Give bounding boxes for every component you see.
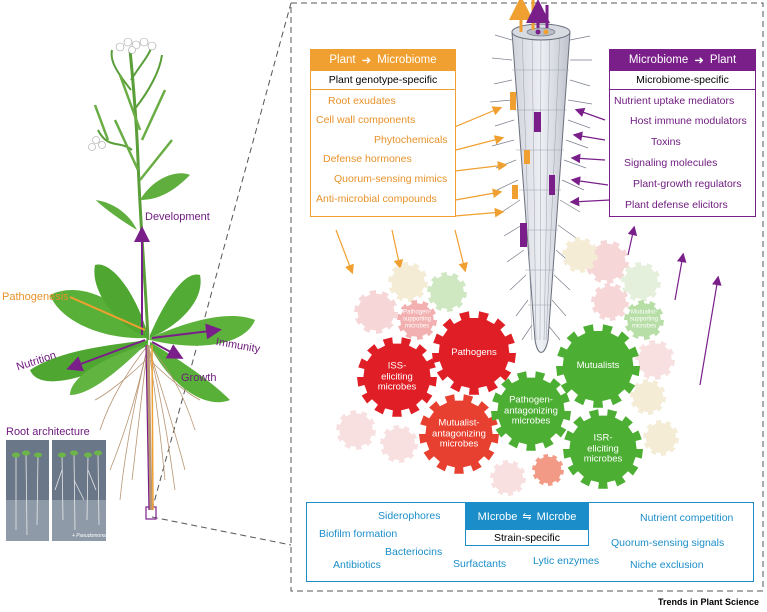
microbe-microbe-box xyxy=(306,502,754,582)
lytic-enzymes: Lytic enzymes xyxy=(533,555,600,567)
zoom-line-top xyxy=(151,2,292,511)
microbiome-specific-subtitle: Microbiome-specific xyxy=(609,72,756,90)
root-cylinder xyxy=(489,0,593,353)
gear-mutualist-antagonizing: Mutualist- antagonizing microbes xyxy=(432,417,486,450)
plant-illustration xyxy=(30,37,255,511)
quorum-sensing-mimics: Quorum-sensing mimics xyxy=(334,173,448,185)
gear-iss-eliciting: ISS- eliciting microbes xyxy=(377,360,417,393)
pseudomonas-label: + Pseudomonas xyxy=(72,533,109,539)
plant-defense-elicitors: Plant defense elicitors xyxy=(625,199,728,211)
gear-pathogen-antagonizing: Pathogen- antagonizing microbes xyxy=(504,394,558,427)
faded-gear-14 xyxy=(562,237,598,273)
nutrient-uptake-mediators: Nutrient uptake mediators xyxy=(614,95,735,107)
root-exudates: Root exudates xyxy=(328,95,396,107)
gear-pathogens-shape xyxy=(432,311,516,395)
gear-mutualists: Mutualists xyxy=(576,359,620,371)
bacteriocins: Bacteriocins xyxy=(385,546,443,558)
plant-to-microbiome-header: Plant ➜ Microbiome xyxy=(310,49,456,71)
microbe-title-left: MIcrobe xyxy=(477,510,518,523)
root-architecture-photos xyxy=(6,440,106,541)
microbe-title-right: MIcrobe xyxy=(536,510,577,523)
strain-specific-subtitle: Strain-specific xyxy=(465,530,589,546)
gear-mutualist-supporting-shape xyxy=(624,300,664,340)
siderophores: Siderophores xyxy=(378,510,441,522)
faded-gear-2 xyxy=(427,272,467,312)
faded-gear-8 xyxy=(630,379,666,415)
gear-mutualist-supporting: Mutualist- supporting microbes xyxy=(629,309,659,330)
root-architecture-label: Root architecture xyxy=(6,426,90,438)
microbiome-title: Microbiome xyxy=(377,54,437,66)
phytochemicals: Phytochemicals xyxy=(374,134,448,146)
gear-isr-eliciting: ISR- eliciting microbes xyxy=(583,432,623,465)
microbiome-to-plant-header: Microbiome ➜ Plant xyxy=(609,49,756,71)
plant-title-2: Plant xyxy=(709,54,737,66)
gear-pathogen-supporting: Pathogen- supporting microbes xyxy=(402,309,432,330)
gear-pathogen-supporting-shape xyxy=(397,300,437,340)
signaling-molecules: Signaling molecules xyxy=(624,157,718,169)
development-label: Development xyxy=(145,211,210,223)
microbiome-title-2: Microbiome xyxy=(628,54,689,66)
gear-pathogen-antag-shape xyxy=(491,371,571,451)
antibiotics: Antibiotics xyxy=(333,559,381,571)
gear-iss-shape xyxy=(357,337,437,417)
gear-mutualists-shape xyxy=(556,324,640,408)
zoom-line-bottom xyxy=(151,516,292,546)
growth-label: Growth xyxy=(181,372,217,384)
quorum-sensing-signals: Quorum-sensing signals xyxy=(611,537,725,549)
biofilm-formation: Biofilm formation xyxy=(319,528,398,540)
niche-exclusion: Niche exclusion xyxy=(630,559,704,571)
toxins: Toxins xyxy=(651,136,681,148)
plant-title: Plant xyxy=(329,54,356,66)
right-arrow-icon: ➜ xyxy=(694,55,704,67)
faded-gear-5 xyxy=(621,262,661,302)
pathogenesis-label: Pathogenesis xyxy=(2,291,69,303)
plant-growth-regulators: Plant-growth regulators xyxy=(633,178,742,190)
right-arrow-icon: ➜ xyxy=(361,55,372,67)
surfactants: Surfactants xyxy=(453,558,507,570)
microbe-gears xyxy=(336,237,679,496)
microbe-microbe-header: MIcrobe ⇋ MIcrobe xyxy=(465,503,589,530)
faded-gear-1 xyxy=(388,262,428,302)
faded-gear-11 xyxy=(380,425,418,463)
gear-isr-shape xyxy=(563,409,643,489)
plant-genotype-subtitle: Plant genotype-specific xyxy=(310,72,456,90)
gear-pathogens: Pathogens xyxy=(451,346,497,358)
nutrient-competition: Nutrient competition xyxy=(640,512,734,524)
gear-mutualist-antag-shape xyxy=(419,394,499,474)
defense-hormones: Defense hormones xyxy=(323,153,412,165)
host-immune-modulators: Host immune modulators xyxy=(630,115,747,127)
faded-gear-4 xyxy=(585,240,629,284)
faded-gear-7 xyxy=(635,340,675,380)
faded-gear-10 xyxy=(336,410,376,450)
exchange-arrows-icon: ⇋ xyxy=(522,511,532,523)
faded-gear-9 xyxy=(643,420,679,456)
faded-gear-12 xyxy=(490,460,526,496)
anti-microbial-compounds: Anti-microbial compounds xyxy=(316,193,437,205)
microbiome-to-plant-box xyxy=(609,49,756,217)
journal-credit: Trends in Plant Science xyxy=(658,597,760,607)
faded-gear-3 xyxy=(354,290,398,334)
cell-wall-components: Cell wall components xyxy=(316,114,416,126)
faded-gear-6 xyxy=(591,283,629,321)
faded-gear-13 xyxy=(532,454,564,486)
